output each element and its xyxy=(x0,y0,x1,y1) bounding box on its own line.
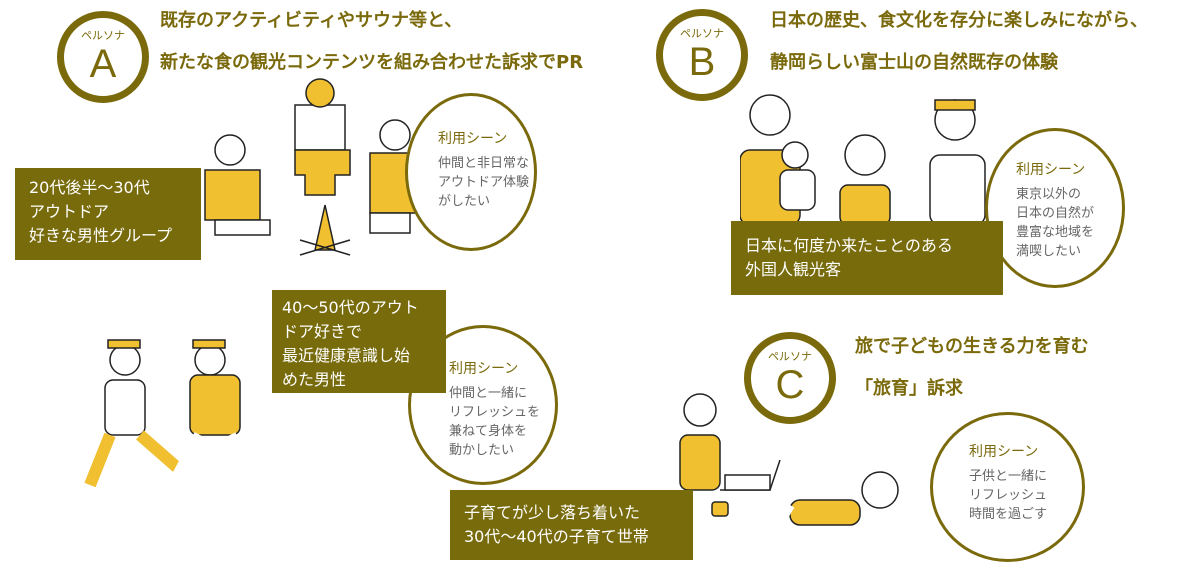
persona-letter: A xyxy=(89,42,117,86)
scene-body: 東京以外の 日本の自然が 豊富な地域を 満喫したい xyxy=(1016,187,1095,259)
target-line: 日本に何度か来たことのある xyxy=(745,236,953,255)
scene-body: 子供と一緒に リフレッシュ 時間を過ごす xyxy=(969,469,1048,522)
target-line: 外国人観光客 xyxy=(745,260,842,279)
title-line: 新たな食の観光コンテンツを組み合わせた訴求でPR xyxy=(160,52,584,73)
title-line: 既存のアクティビティやサウナ等と、 xyxy=(160,10,463,31)
target-box-a: 20代後半～30代 アウトドア 好きな男性グループ xyxy=(15,168,201,260)
target-line: 最近健康意識し始 xyxy=(282,346,411,365)
family-illustration xyxy=(740,94,986,225)
scene-bubble-a: 利用シーン 仲間と非日常な アウトドア体験 がしたい xyxy=(405,93,537,251)
scene-heading: 利用シーン xyxy=(438,131,508,147)
title-line: 「旅育」訴求 xyxy=(855,378,963,399)
target-line: 30代～40代の子育て世帯 xyxy=(464,527,649,546)
persona-a-badge: ペルソナ A xyxy=(57,11,149,103)
persona-letter: C xyxy=(775,363,805,407)
scene-body: 仲間と非日常な アウトドア体験 がしたい xyxy=(438,156,530,209)
target-box-c: 子育てが少し落ち着いた 30代～40代の子育て世帯 xyxy=(450,490,693,560)
target-line: めた男性 xyxy=(282,370,347,389)
scene-bubble-runners: 利用シーン 仲間と一緒に リフレッシュを 兼ねて身体を 動かしたい xyxy=(408,325,558,485)
persona-letter: B xyxy=(688,40,716,84)
persona-a-title: 既存のアクティビティやサウナ等と、 新たな食の観光コンテンツを組み合わせた訴求で… xyxy=(160,0,583,84)
persona-b-badge: ペルソナ B xyxy=(656,9,748,101)
scene-bubble-b: 利用シーン 東京以外の 日本の自然が 豊富な地域を 満喫したい xyxy=(985,128,1125,288)
runners-illustration xyxy=(84,339,266,498)
scene-heading: 利用シーン xyxy=(1016,162,1086,178)
persona-c-badge: ペルソナ C xyxy=(744,332,836,424)
scene-bubble-c: 利用シーン 子供と一緒に リフレッシュ 時間を過ごす xyxy=(930,412,1085,562)
scene-body: 仲間と一緒に リフレッシュを 兼ねて身体を 動かしたい xyxy=(449,386,541,458)
title-line: 日本の歴史、食文化を存分に楽しみにながら、 xyxy=(770,10,1148,31)
persona-label: ペルソナ xyxy=(680,27,724,40)
target-box-runners: 40～50代のアウト ドア好きで 最近健康意識し始 めた男性 xyxy=(272,290,446,393)
title-line: 静岡らしい富士山の自然既存の体験 xyxy=(770,52,1058,73)
persona-c-title: 旅で子どもの生きる力を育む 「旅育」訴求 xyxy=(855,326,1089,410)
scene-heading: 利用シーン xyxy=(449,361,519,377)
target-line: 好きな男性グループ xyxy=(29,226,173,245)
title-line: 旅で子どもの生きる力を育む xyxy=(855,336,1089,357)
campfire-group-illustration xyxy=(204,78,416,256)
target-line: アウトドア xyxy=(29,202,110,221)
persona-label: ペルソナ xyxy=(81,29,125,42)
scene-heading: 利用シーン xyxy=(969,444,1039,460)
target-line: ドア好きで xyxy=(282,322,363,341)
target-line: 子育てが少し落ち着いた xyxy=(464,503,641,522)
persona-b-title: 日本の歴史、食文化を存分に楽しみにながら、 静岡らしい富士山の自然既存の体験 xyxy=(770,0,1148,84)
target-box-b: 日本に何度か来たことのある 外国人観光客 xyxy=(731,221,1003,295)
persona-label: ペルソナ xyxy=(768,350,812,363)
target-line: 40～50代のアウト xyxy=(282,298,419,317)
laptop-mother-illustration xyxy=(679,393,899,533)
target-line: 20代後半～30代 xyxy=(29,178,150,197)
